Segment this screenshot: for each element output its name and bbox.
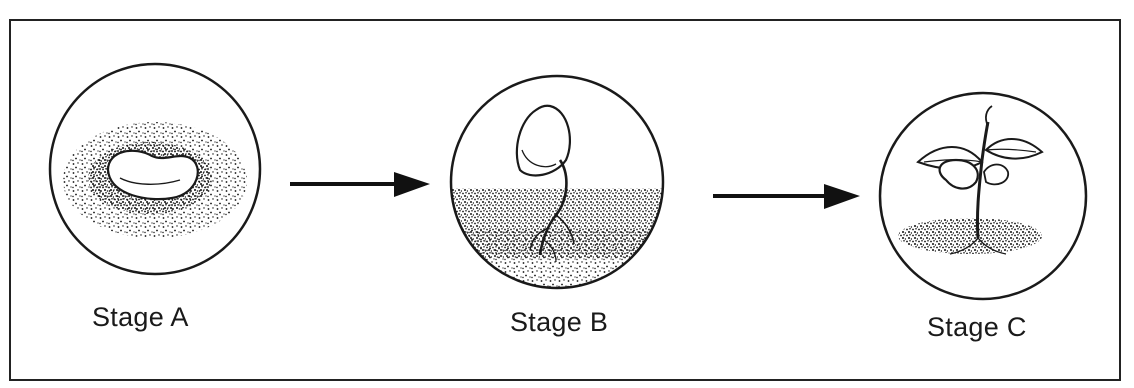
- stage-a-label: Stage A: [92, 302, 189, 332]
- bean-seed-in-soil-icon: [63, 122, 247, 238]
- stage-c-label: Stage C: [927, 312, 1027, 342]
- stage-a-illustration: [48, 62, 262, 276]
- stage-b-label: Stage B: [510, 307, 609, 337]
- stage-c-circle: [878, 91, 1088, 301]
- seedling-icon: [898, 105, 1044, 255]
- stage-c-illustration: [878, 91, 1088, 301]
- arrow-b-to-c: [713, 184, 860, 209]
- stage-b-illustration: [449, 74, 665, 290]
- arrow-a-to-b: [290, 172, 430, 197]
